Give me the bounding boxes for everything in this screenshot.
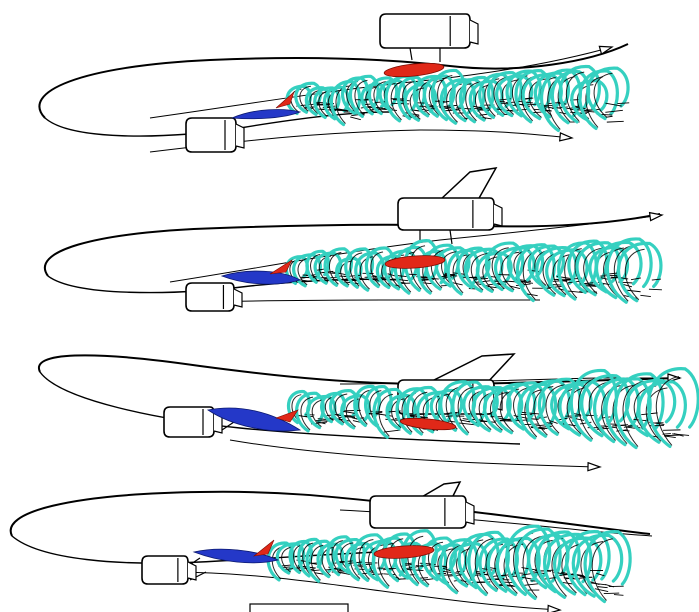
- nacelle-box: [380, 14, 470, 48]
- panels-root: [11, 14, 699, 610]
- nacelle-box: [186, 283, 234, 311]
- flow-panel-2: [45, 168, 662, 311]
- wake-loop-line: [39, 355, 680, 384]
- flow-panel-4: [11, 482, 652, 610]
- streamline-arrow: [230, 440, 600, 467]
- scale-box: [250, 604, 348, 612]
- nacelle-box: [164, 407, 214, 437]
- nacelle-box: [142, 556, 188, 584]
- red-tip: [270, 260, 292, 274]
- blue-surface: [232, 110, 300, 119]
- nacelle-box: [370, 496, 466, 528]
- red-tip: [276, 92, 294, 108]
- fin-shape: [440, 168, 496, 200]
- flow-panel-1: [39, 14, 629, 152]
- streamline: [200, 300, 540, 302]
- nacelle-box: [398, 198, 494, 230]
- flow-panel-3: [39, 354, 698, 467]
- wake-loop-line: [11, 492, 650, 536]
- nacelle-box: [186, 118, 236, 152]
